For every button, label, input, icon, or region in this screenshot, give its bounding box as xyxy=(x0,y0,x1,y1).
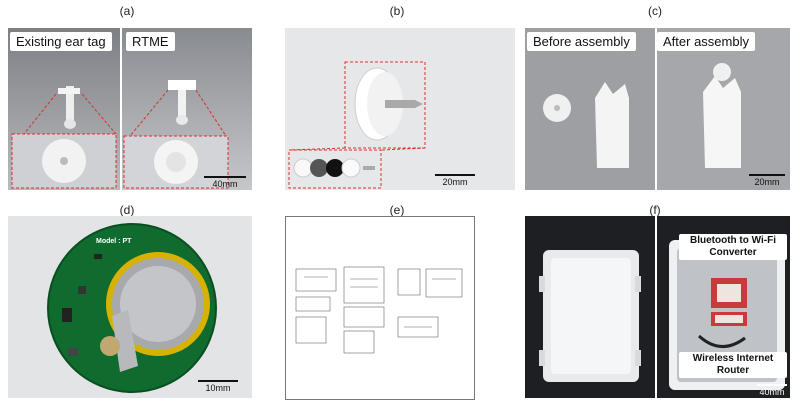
panel-c-photo: Before assembly After assembly 20mm xyxy=(525,28,790,190)
tag-existing-ear-tag: Existing ear tag xyxy=(10,32,112,51)
scale-label-f: 40mm xyxy=(759,387,785,397)
assembly-photo xyxy=(525,28,790,190)
panel-label-b: (b) xyxy=(389,4,405,18)
panel-f-photo: Bluetooth to Wi-Fi Converter Wireless In… xyxy=(525,216,790,398)
callout-bluetooth-wifi-converter: Bluetooth to Wi-Fi Converter xyxy=(679,234,787,260)
panel-d-photo: Model : PT 10mm xyxy=(8,216,252,398)
tag-rtme: RTME xyxy=(126,32,175,51)
scale-label-b: 20mm xyxy=(442,177,468,187)
scale-bar-d: 10mm xyxy=(198,380,238,393)
scale-bar-f: 40mm xyxy=(757,384,787,397)
scale-bar-a: 40mm xyxy=(204,176,246,189)
panel-label-a: (a) xyxy=(119,4,135,18)
scale-label-a: 40mm xyxy=(212,179,238,189)
panel-label-c: (c) xyxy=(648,4,662,18)
ear-tag-photo xyxy=(8,28,252,190)
schematic-drawing xyxy=(295,266,463,354)
panel-b-render: 20mm xyxy=(285,28,515,190)
panel-a-photo: Existing ear tag RTME 40mm xyxy=(8,28,252,190)
panel-label-e: (e) xyxy=(389,203,405,217)
panel-label-f: (f) xyxy=(649,203,661,217)
scale-label-c: 20mm xyxy=(754,177,780,187)
pcb-model-text: Model : PT xyxy=(96,238,132,245)
rtme-render xyxy=(285,28,515,190)
panel-label-d: (d) xyxy=(119,203,135,217)
scale-bar-b: 20mm xyxy=(435,174,475,187)
scale-bar-c: 20mm xyxy=(749,174,785,187)
pcb-photo xyxy=(8,216,252,398)
callout-wireless-internet-router: Wireless Internet Router xyxy=(679,352,787,378)
scale-label-d: 10mm xyxy=(205,383,231,393)
panel-e-schematic xyxy=(285,216,475,400)
tag-before-assembly: Before assembly xyxy=(527,32,636,51)
tag-after-assembly: After assembly xyxy=(657,32,755,51)
